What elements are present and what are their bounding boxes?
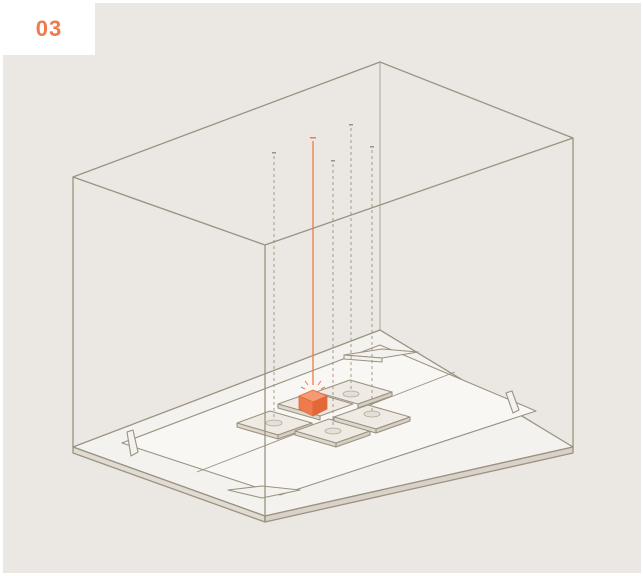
signal-beams xyxy=(272,124,374,428)
step-tab: 03 xyxy=(3,3,95,55)
mat-clips xyxy=(126,348,520,499)
orange-cube xyxy=(298,378,328,417)
clip-front xyxy=(227,485,301,499)
clip-right xyxy=(505,390,520,414)
clip-left xyxy=(126,429,139,457)
enclosure-box xyxy=(72,61,574,522)
step-number: 03 xyxy=(35,16,63,41)
tile-markers xyxy=(265,390,381,435)
box-back-edges xyxy=(379,62,381,330)
sparkle-icon xyxy=(300,378,326,390)
tile xyxy=(333,404,411,434)
